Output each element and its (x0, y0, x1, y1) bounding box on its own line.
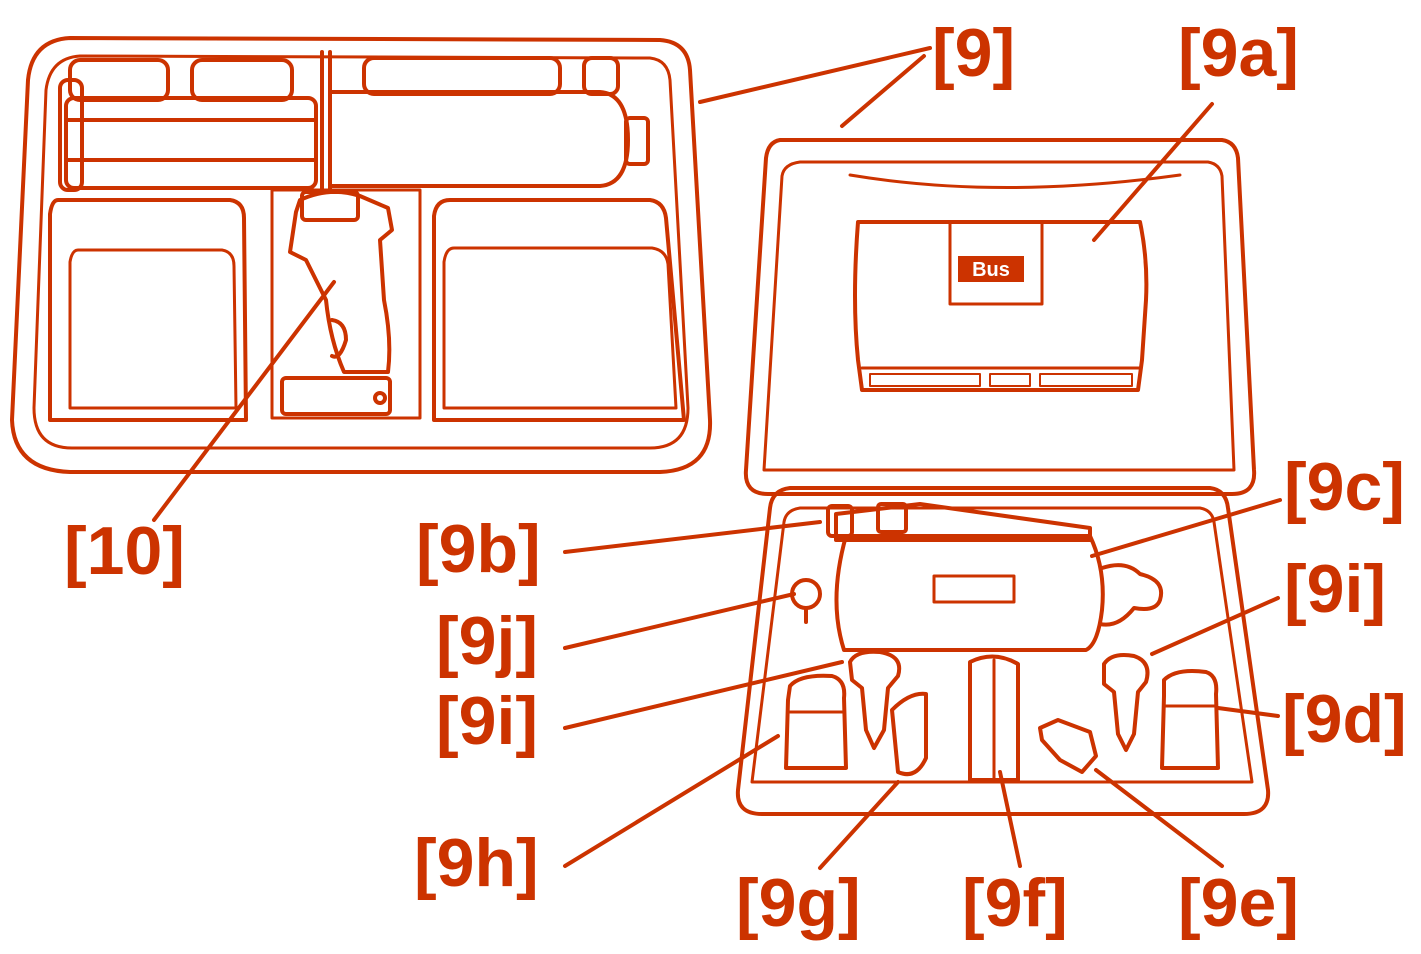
label-9d: [9d] (1282, 681, 1407, 757)
case-10-inner-rim (32, 54, 690, 450)
case-9g-spatula (890, 691, 928, 777)
leader-9a (1092, 102, 1214, 242)
leader-lines (152, 46, 1282, 870)
case-9i-nozzle-right (1102, 653, 1150, 752)
leader-9c (1090, 498, 1282, 558)
case-9-lid-curve (848, 173, 1182, 189)
case-9d-bottle (1160, 669, 1220, 770)
case-10-outer-shell (10, 36, 713, 474)
case-10-gun-trigger (330, 318, 348, 359)
label-9h: [9h] (414, 825, 539, 901)
case-10-gun-knob (373, 391, 387, 405)
case-10-cartridge-tube (328, 90, 630, 188)
case-10-cartridge-barrel (64, 96, 318, 190)
case-10-gun-head (300, 190, 360, 222)
case-9f-divider (968, 654, 1020, 782)
case-9a-card-panel (948, 220, 1044, 306)
case-9i-nozzle-left (848, 649, 902, 750)
leader-9d (1216, 706, 1280, 718)
case-9a-logo-text: Bus (972, 259, 1010, 281)
case-10-cartridge-nozzle (624, 116, 650, 166)
leader-9i-right (1150, 596, 1280, 656)
leader-9j (563, 592, 796, 650)
case-9b-pump-tip (826, 504, 854, 538)
case-10-left-compartment (48, 198, 248, 422)
label-9f: [9f] (962, 865, 1068, 941)
case-10-gun-battery (280, 376, 392, 416)
case-10-slot-1 (68, 58, 170, 102)
case-9a-logo-box (958, 256, 1024, 282)
case-9-lid-inner (762, 160, 1236, 472)
case-9h-bottle (784, 673, 848, 770)
leader-10 (152, 280, 336, 522)
case-9a-card-slot-2 (989, 373, 1031, 387)
case-10-slot-3 (362, 56, 562, 96)
label-9a: [9a] (1178, 15, 1299, 91)
label-9g: [9g] (736, 865, 861, 941)
case-9c-label-window (932, 574, 1016, 604)
case-10-slot-4 (582, 56, 620, 96)
label-9b: [9b] (416, 511, 541, 587)
leader-9b (563, 520, 822, 554)
leader-9e (1094, 768, 1224, 868)
case-9-base-inner (750, 506, 1254, 784)
case-9-lid (743, 138, 1257, 496)
case-9c-nozzle (1098, 563, 1163, 627)
leader-9f (998, 770, 1022, 868)
label-10: [10] (64, 513, 185, 589)
label-9i-left: [9i] (436, 683, 538, 759)
case-10-right-compartment (432, 198, 686, 422)
case-9-base (735, 486, 1271, 816)
case-10-slot-2 (190, 58, 294, 102)
case-10-cartridge-endcap (58, 78, 84, 192)
case-9a-card (853, 220, 1149, 392)
case-9b-pump-head (876, 502, 908, 534)
leader-9i-left (563, 660, 844, 730)
case-9a-card-slot-1 (869, 373, 981, 387)
case-10 (10, 36, 713, 474)
case-9j-cup (790, 578, 822, 610)
label-9c: [9c] (1284, 449, 1405, 525)
case-10-center-well (270, 188, 422, 420)
case-9a-card-slot-3 (1039, 373, 1133, 387)
label-9i-right: [9i] (1284, 551, 1386, 627)
leader-9-left (698, 46, 932, 104)
case-9c-cartridge (834, 534, 1105, 652)
case-10-right-compartment-floor (442, 246, 678, 410)
leader-9-right (840, 54, 926, 128)
leader-9g (818, 780, 900, 870)
case-9 (735, 138, 1271, 816)
leader-9h (563, 734, 780, 868)
case-9e-brush (1038, 718, 1098, 774)
label-9e: [9e] (1178, 865, 1299, 941)
label-9: [9] (932, 15, 1015, 91)
label-9j: [9j] (436, 603, 538, 679)
case-10-left-compartment-floor (68, 248, 238, 410)
